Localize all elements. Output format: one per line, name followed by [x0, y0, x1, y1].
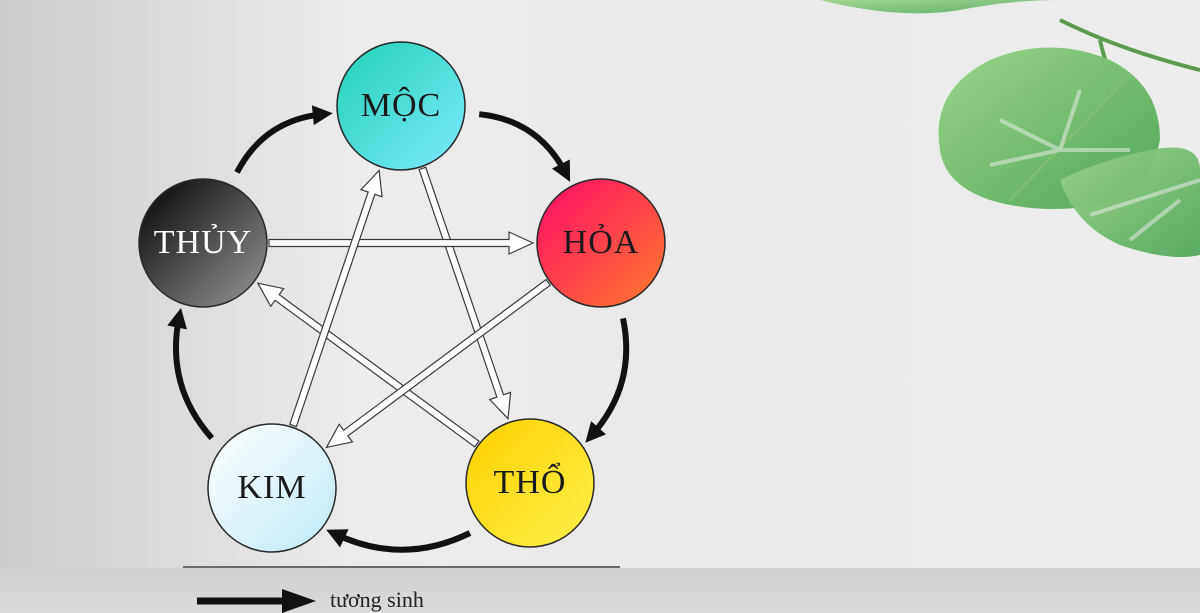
element-node-tho	[465, 418, 595, 548]
element-label-hoa: HỎA	[562, 224, 640, 261]
cycle-arrowhead-icon	[311, 105, 333, 126]
floor	[0, 568, 1200, 613]
element-node-thuy	[138, 178, 268, 308]
element-node-hoa	[536, 178, 666, 308]
element-label-thuy: THỦY	[153, 224, 253, 261]
star-arrow-thuy-hoa	[268, 231, 535, 255]
element-node-kim	[207, 423, 337, 553]
element-label-tho: THỔ	[493, 464, 567, 501]
cycle-arrowhead-icon	[585, 421, 607, 443]
cycle-arrow-tho-kim	[334, 530, 472, 553]
star-arrow-hoa-kim	[325, 278, 552, 449]
legend-arrow-head-icon	[282, 589, 316, 613]
cycle-arrowhead-icon	[552, 159, 571, 182]
star-arrow-moc-tho	[418, 166, 512, 421]
legend-label: tương sinh	[330, 587, 424, 612]
cycle-arrowhead-icon	[167, 307, 187, 330]
cycle-arrow-kim-thuy	[172, 317, 215, 441]
star-arrow-kim-moc	[289, 169, 383, 428]
cycle-arrow-hoa-tho	[589, 317, 630, 438]
shelf-line	[183, 566, 620, 568]
cycle-arrow-thuy-moc	[234, 111, 324, 174]
element-label-kim: KIM	[237, 469, 307, 506]
cycle-arrow-moc-hoa	[478, 111, 569, 175]
star-arrow-tho-thuy	[256, 282, 480, 448]
element-label-moc: MỘC	[360, 87, 442, 124]
element-node-moc	[336, 41, 466, 171]
cycle-arrowhead-icon	[326, 529, 349, 548]
